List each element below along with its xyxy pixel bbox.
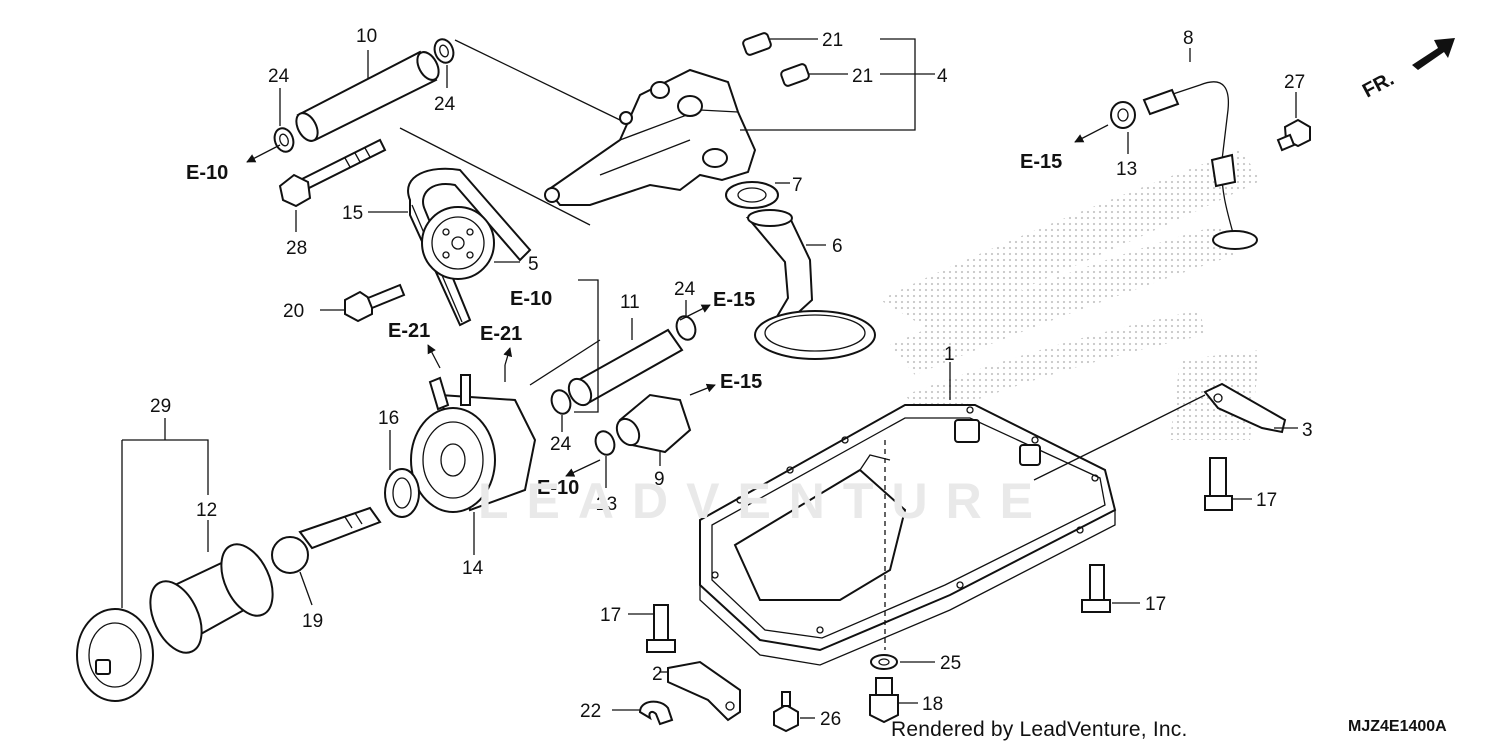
- bolt-28: [278, 138, 387, 208]
- callout-14: 14: [462, 558, 484, 579]
- nut-13: [1110, 101, 1136, 129]
- callout-13: 13: [1116, 159, 1137, 180]
- callout-10: 10: [356, 26, 377, 47]
- ref-e10-lower: E-10: [537, 477, 579, 499]
- bolt-26: [773, 691, 799, 733]
- callout-12: 12: [196, 500, 217, 521]
- oil-pan-1: [699, 404, 1117, 666]
- ref-e21-right: E-21: [480, 323, 522, 345]
- seal-16: [384, 468, 420, 518]
- callout-9: 9: [654, 469, 665, 490]
- bolt-17-a: [1204, 457, 1233, 511]
- oil-cooler-14: [410, 374, 537, 513]
- bracket-3: [1203, 382, 1287, 434]
- shaft-10: [295, 50, 440, 142]
- callout-17-a: 17: [1256, 490, 1277, 511]
- washer-23: [594, 430, 616, 456]
- callout-21-b: 21: [852, 66, 873, 87]
- dowel-pin-21-upper: [742, 32, 772, 56]
- callout-1: 1: [944, 344, 955, 365]
- bolt-20: [344, 283, 406, 323]
- ref-e15-dipstick: E-15: [1020, 151, 1062, 173]
- ref-e15-pipe: E-15: [713, 289, 755, 311]
- callout-26: 26: [820, 709, 841, 730]
- bolt-17-c: [646, 604, 676, 653]
- callout-29: 29: [150, 396, 171, 417]
- oil-pump: [544, 68, 757, 206]
- seal-7: [725, 181, 779, 209]
- clip-22: [638, 700, 674, 726]
- ref-e21-left: E-21: [388, 320, 430, 342]
- callout-8: 8: [1183, 28, 1194, 49]
- ref-e15-joint: E-15: [720, 371, 762, 393]
- callout-7: 7: [792, 175, 803, 196]
- callout-24-a: 24: [268, 66, 290, 87]
- bolt-27: [1276, 118, 1311, 152]
- callout-23: 23: [596, 494, 617, 515]
- callout-22: 22: [580, 701, 601, 722]
- callout-21-a: 21: [822, 30, 843, 51]
- sprocket-5: [421, 206, 495, 280]
- washer-24-d: [550, 389, 572, 415]
- washer-24-a: [273, 127, 295, 153]
- reference-labels: E-10 E-10 E-10 E-15 E-15 E-15 E-21 E-21: [186, 151, 1062, 499]
- washer-25: [870, 654, 898, 670]
- callout-numbers: 1 2 3 4 5 6 7 8 9 10 11 12 13 14 15 16 1…: [150, 26, 1313, 730]
- callout-28: 28: [286, 238, 307, 259]
- callout-17-b: 17: [1145, 594, 1166, 615]
- oil-filter-12: [149, 543, 274, 654]
- reference-arrows: [246, 124, 1109, 477]
- ref-e10-center: E-10: [510, 288, 552, 310]
- dipstick-8: [1142, 81, 1258, 250]
- callout-4: 4: [937, 66, 948, 87]
- callout-18: 18: [922, 694, 943, 715]
- callout-17-c: 17: [600, 605, 621, 626]
- dowel-pin-21-lower: [780, 63, 810, 87]
- front-arrow-icon: [1412, 38, 1455, 70]
- callout-20: 20: [283, 301, 304, 322]
- ref-e10-left: E-10: [186, 162, 228, 184]
- callout-6: 6: [832, 236, 843, 257]
- callout-11: 11: [620, 292, 640, 313]
- bolt-17-b: [1081, 564, 1111, 613]
- leader-lines: [121, 38, 1298, 719]
- front-label: FR.: [1359, 68, 1398, 103]
- bracket-2: [667, 660, 741, 722]
- pipe-11: [567, 328, 684, 407]
- callout-16: 16: [378, 408, 399, 429]
- washer-24-c: [675, 315, 697, 341]
- callout-24-b: 24: [434, 94, 456, 115]
- callout-15: 15: [342, 203, 363, 224]
- watermark-text: LEADVENTURE: [478, 473, 1052, 529]
- front-direction-indicator: FR.: [1359, 38, 1455, 102]
- callout-25: 25: [940, 653, 961, 674]
- callout-19: 19: [302, 611, 323, 632]
- callout-3: 3: [1302, 420, 1313, 441]
- diagram-code: MJZ4E1400A: [1348, 718, 1447, 735]
- wing-watermark: [880, 150, 1262, 440]
- washer-24-b: [433, 38, 455, 64]
- joint-9: [615, 393, 692, 454]
- callout-5: 5: [528, 254, 539, 275]
- oil-strainer-6: [745, 209, 876, 360]
- callout-24-d: 24: [550, 434, 572, 455]
- callout-27: 27: [1284, 72, 1305, 93]
- filter-cap-29: [76, 608, 154, 702]
- bolt-18: [869, 677, 899, 724]
- hollow-bolt-19: [271, 506, 382, 574]
- callout-2: 2: [652, 664, 663, 685]
- callout-24-c: 24: [674, 279, 696, 300]
- render-credit: Rendered by LeadVenture, Inc.: [891, 718, 1188, 741]
